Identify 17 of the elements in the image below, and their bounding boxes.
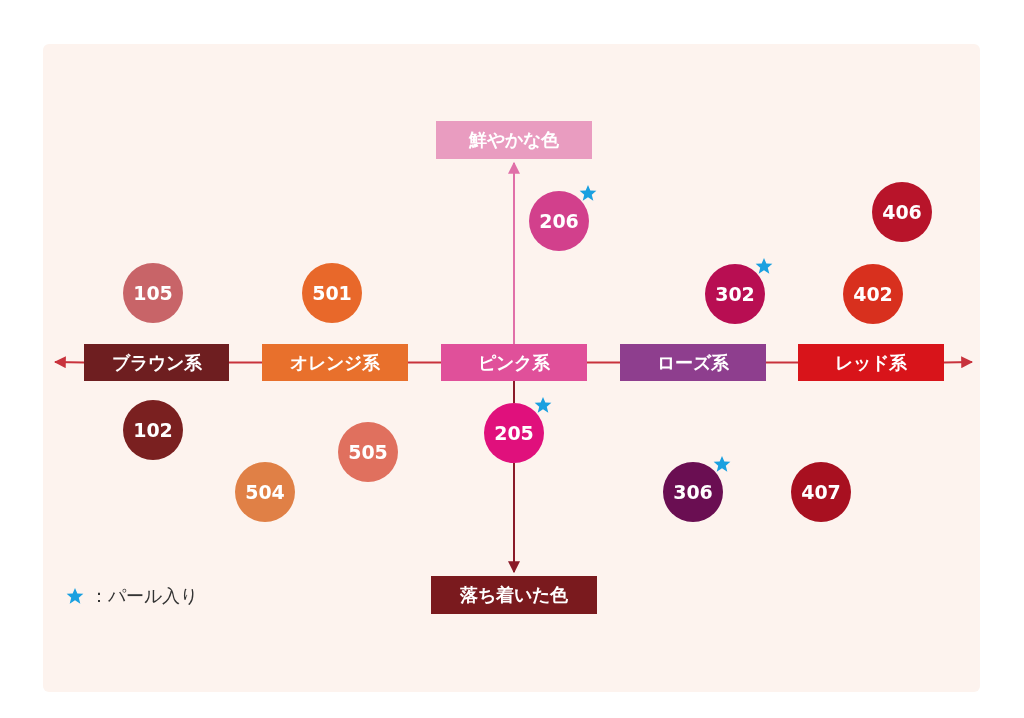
axis-arrow [943,356,974,369]
axis-line [228,361,263,364]
axis-arrow [53,356,85,369]
category-label-box: ローズ系 [620,344,766,381]
category-label-box: オレンジ系 [262,344,408,381]
axis-line [407,361,442,364]
category-label-box: ブラウン系 [84,344,229,381]
category-label-box: レッド系 [798,344,944,381]
axis-line [586,361,621,364]
category-label-box: ピンク系 [441,344,587,381]
category-label-box: 鮮やかな色 [436,121,592,159]
category-label-box: 落ち着いた色 [431,576,597,614]
axis-arrow [508,161,520,345]
axis-line [765,361,799,364]
axis-line [513,380,515,404]
axis-arrow [508,462,520,574]
legend-text: ：パール入り [90,584,198,608]
